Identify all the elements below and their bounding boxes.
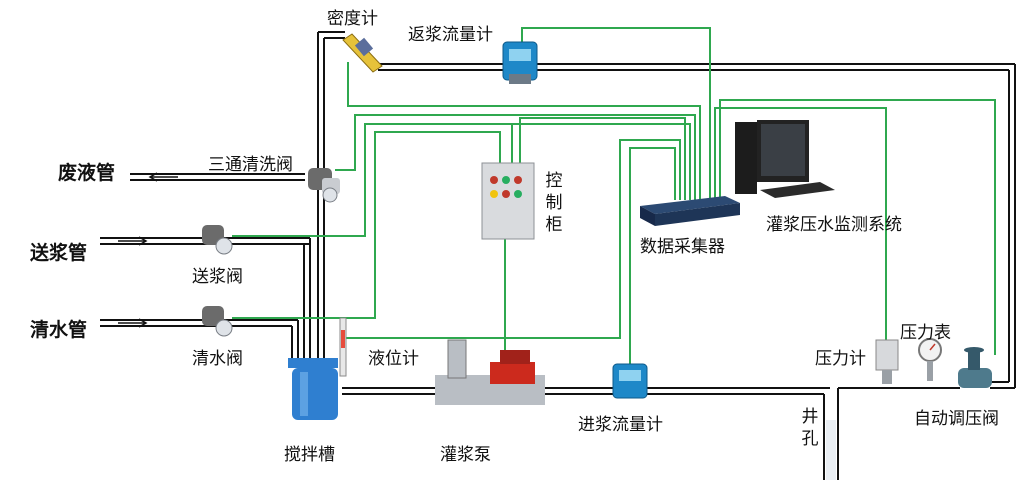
watermark: 世 玩 通 xyxy=(882,22,989,52)
borehole-fill xyxy=(826,420,836,480)
flow-arrows xyxy=(118,172,178,328)
grout-pump-label: 灌浆泵 xyxy=(440,445,491,465)
signal-wires xyxy=(232,27,996,370)
return-flowmeter-label: 返浆流量计 xyxy=(408,25,493,45)
water-valve-label: 清水阀 xyxy=(192,349,243,369)
three-way-valve-icon xyxy=(308,168,340,203)
mixing-tank-icon xyxy=(288,358,338,420)
control-cabinet-label: 控制柜 xyxy=(545,171,563,235)
feed-valve-icon xyxy=(202,225,233,255)
inlet-flowmeter-icon xyxy=(612,363,648,399)
mixing-tank-label: 搅拌槽 xyxy=(284,445,335,465)
borehole-label: 井孔 xyxy=(801,407,819,449)
water-pipe-label: 清水管 xyxy=(30,319,88,341)
waste-pipe-label: 废液管 xyxy=(58,162,116,184)
data-collector-label: 数据采集器 xyxy=(640,237,725,257)
water-valve-icon xyxy=(202,306,233,337)
density-meter-icon xyxy=(342,33,383,73)
auto-valve-label: 自动调压阀 xyxy=(914,409,999,429)
three-way-valve-label: 三通清洗阀 xyxy=(208,155,293,175)
level-meter-label: 液位计 xyxy=(368,349,419,369)
pressure-gauge-icon xyxy=(918,338,942,381)
monitor-system-label: 灌浆压水监测系统 xyxy=(766,215,902,235)
grout-pump-icon xyxy=(435,339,545,405)
data-collector-icon xyxy=(640,196,740,226)
feed-valve-label: 送浆阀 xyxy=(192,267,243,287)
pressure-sensor-label: 压力计 xyxy=(815,349,866,369)
feed-pipe-label: 送浆管 xyxy=(30,242,88,264)
computer-icon xyxy=(735,120,835,198)
pressure-sensor-icon xyxy=(875,339,899,384)
level-meter-icon xyxy=(339,317,347,377)
inlet-flowmeter-label: 进浆流量计 xyxy=(578,415,663,435)
auto-valve-icon xyxy=(958,347,992,388)
density-meter-label: 密度计 xyxy=(327,9,378,29)
pressure-gauge-label: 压力表 xyxy=(900,323,951,343)
return-flowmeter-icon xyxy=(502,41,538,84)
control-cabinet-icon xyxy=(481,162,535,240)
